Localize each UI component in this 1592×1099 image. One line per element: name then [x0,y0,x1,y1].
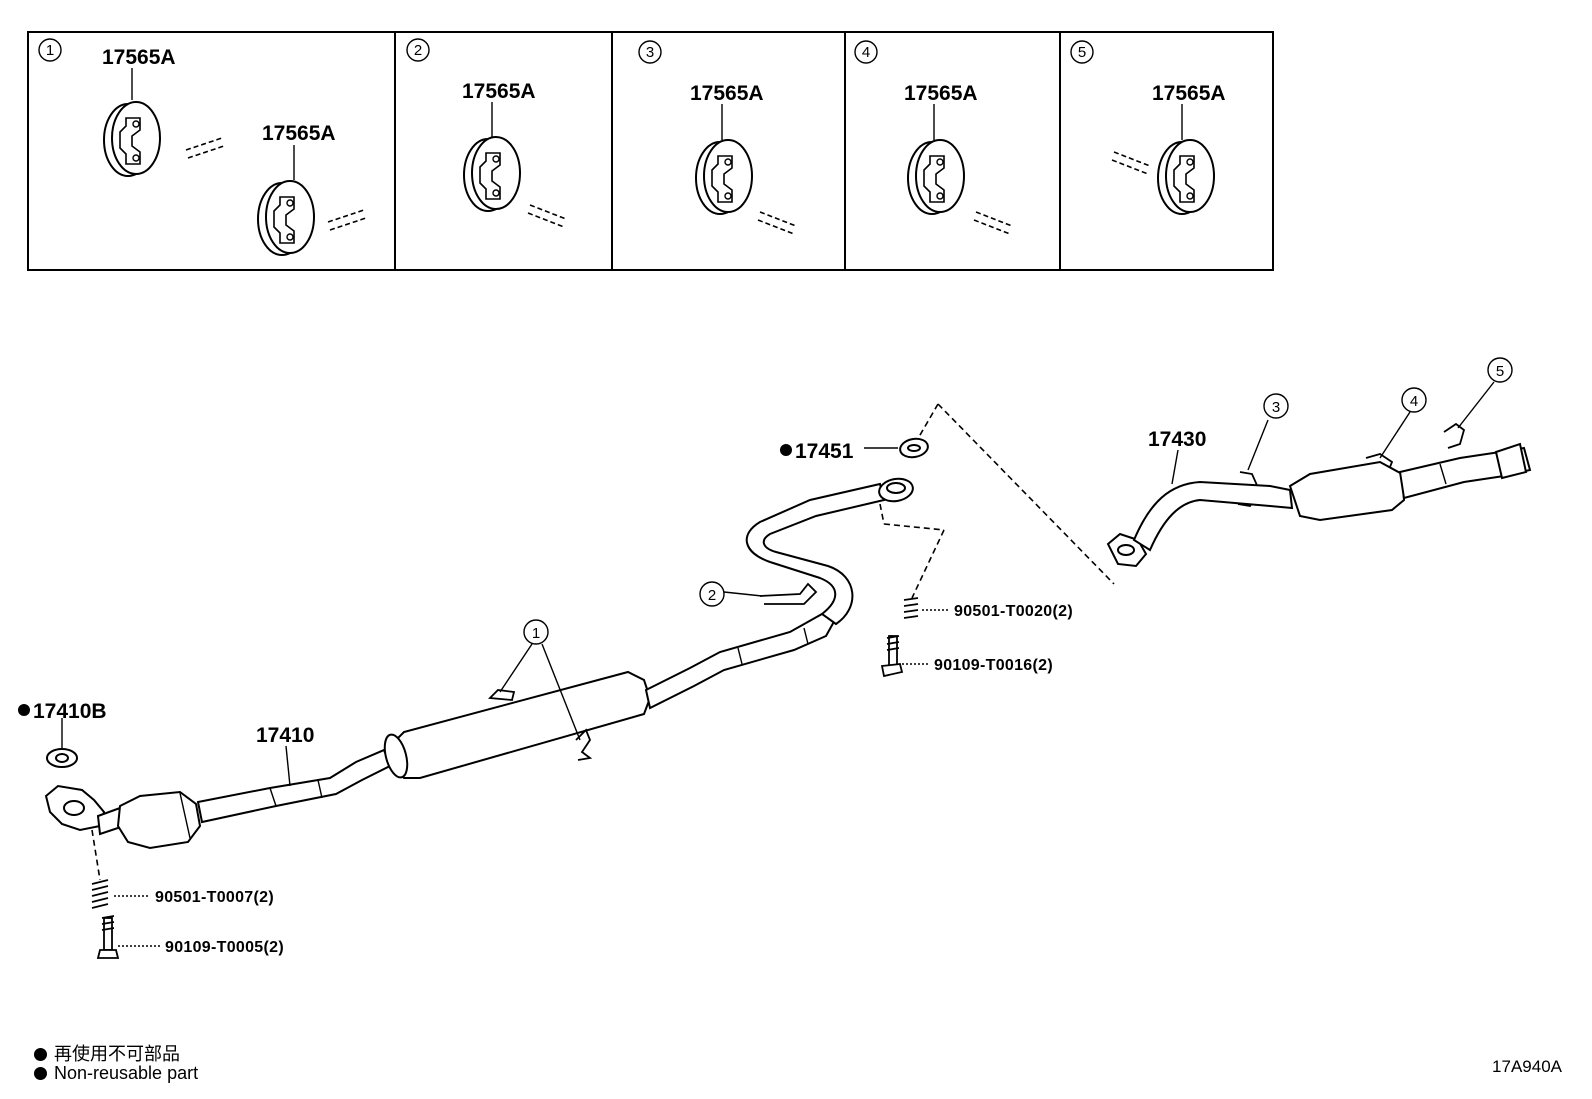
inset-5: 5 17565A [1070,40,1226,215]
svg-text:4: 4 [1410,393,1418,410]
hanger-inset-panel [27,31,1274,271]
part-label: 17565A [462,80,536,103]
label-bolt-center: 90109-T0016(2) [934,657,1053,674]
rubber-hanger-icon [463,136,521,212]
non-reusable-dot-icon [34,1048,47,1061]
svg-text:3: 3 [1272,399,1280,416]
catalytic-converter [116,790,202,850]
tail-exhaust-pipe [1106,442,1532,568]
callout-2: 2 [699,581,725,607]
inset-2: 2 17565A [406,38,567,228]
callout-4: 4 [1401,387,1427,413]
inset-number: 3 [646,44,654,61]
part-label: 17565A [102,46,176,69]
callout-5: 5 [1487,357,1513,383]
center-silencer [390,670,652,779]
inset-number: 2 [414,42,422,59]
inset-number-circle [1070,40,1094,64]
rubber-hanger-icon [257,180,315,256]
callout-3: 3 [1263,393,1289,419]
label-spring-center: 90501-T0020(2) [954,603,1073,620]
inset-number-circle [38,38,62,62]
label-gasket-center: 17451 [795,440,854,463]
bolt-front-icon [96,915,120,959]
part-labels: 17410B 17410 17451 17430 90501-T0007(2) … [18,428,1206,956]
diagram-code: 17A940A [1492,1057,1562,1076]
main-muffler [1288,460,1406,522]
non-reusable-dot-icon [34,1067,47,1080]
label-bolt-front: 90109-T0005(2) [165,939,284,956]
legend-jp-text: 再使用不可部品 [54,1044,180,1064]
label-gasket-front: 17410B [33,700,107,723]
non-reusable-dot-icon [18,704,30,716]
part-label: 17565A [1152,82,1226,105]
non-reusable-dot-icon [780,444,792,456]
label-tail-pipe: 17430 [1148,428,1206,451]
part-label: 17565A [904,82,978,105]
leader-lines [61,381,1495,947]
inset-4: 4 17565A [854,40,1013,235]
fastener-icons [91,597,919,959]
svg-text:1: 1 [532,625,540,642]
rubber-hanger-icon [695,139,753,215]
rubber-hanger-icon [907,139,965,215]
svg-text:5: 5 [1496,363,1504,380]
part-label: 17565A [690,82,764,105]
front-exhaust-pipe [44,477,914,850]
inset-3: 3 17565A [638,40,797,235]
rubber-hanger-icon [1157,139,1215,215]
inset-number: 1 [46,42,54,59]
inset-number-circle [854,40,878,64]
label-spring-front: 90501-T0007(2) [155,889,274,906]
label-front-pipe: 17410 [256,724,314,747]
svg-text:2: 2 [708,587,716,604]
inset-number: 5 [1078,44,1086,61]
inset-number-circle [638,40,662,64]
legend-jp: 再使用不可部品 [34,1040,180,1066]
legend-en: Non-reusable part [34,1063,198,1084]
spring-front-icon [91,879,109,909]
assembly-dashed-lines [91,403,1115,881]
bolt-center-icon [880,635,904,678]
rubber-hanger-icon [103,101,161,177]
gasket-icons [46,437,929,768]
callout-1: 1 [523,619,549,645]
inset-1: 1 17565A 17565A [38,38,367,256]
spring-center-icon [903,597,919,619]
inset-number-circle [406,38,430,62]
legend-en-text: Non-reusable part [54,1063,199,1083]
inset-number: 4 [862,44,870,61]
part-label: 17565A [262,122,336,145]
